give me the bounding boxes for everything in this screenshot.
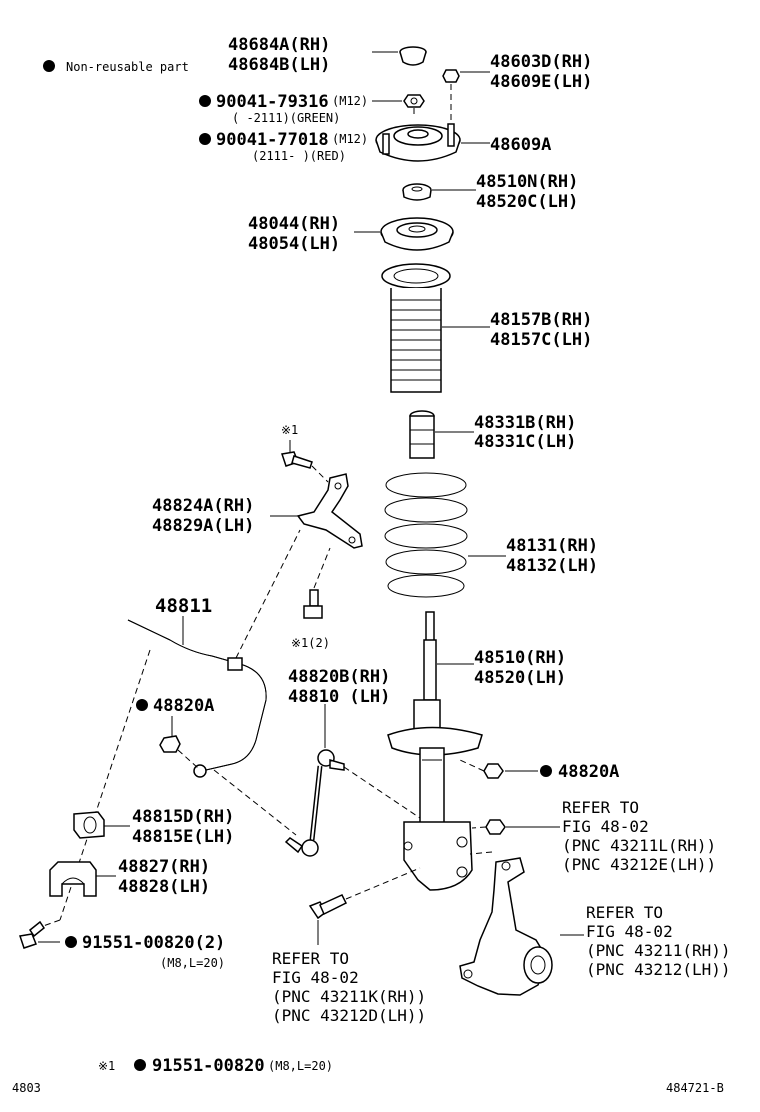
label-48827-lh: 48828(LH)	[118, 877, 210, 897]
label-48331-rh: 48331B(RH)	[474, 413, 576, 433]
bullet-icon	[134, 1059, 146, 1071]
bearing-part	[402, 183, 432, 201]
label-90041-79316: 90041-79316	[216, 92, 329, 112]
bullet-icon	[199, 95, 211, 107]
label-48131-lh: 48132(LH)	[506, 556, 598, 576]
label-48603-lh: 48609E(LH)	[490, 72, 592, 92]
dust-cap-part	[399, 46, 427, 66]
label-48684-lh: 48684B(LH)	[228, 55, 330, 75]
label-48815-rh: 48815D(RH)	[132, 807, 234, 827]
lock-nut-part	[403, 94, 425, 108]
ref-b-line4: (PNC 43212(LH))	[586, 960, 731, 979]
ref-a-line2: FIG 48-02	[562, 817, 649, 836]
label-90041-79316-note: ( -2111)(GREEN)	[232, 111, 340, 125]
label-48824-rh: 48824A(RH)	[152, 496, 254, 516]
label-48510-rh: 48510(RH)	[474, 648, 566, 668]
knuckle-bolt-part	[308, 894, 348, 920]
knuckle-nut-part	[485, 819, 506, 835]
label-48815-lh: 48815E(LH)	[132, 827, 234, 847]
ref-a-line1: REFER TO	[562, 798, 639, 817]
coil-spring-part	[384, 472, 468, 598]
label-48603-rh: 48603D(RH)	[490, 52, 592, 72]
label-90041-77018-spec: (M12)	[332, 132, 368, 146]
stabilizer-bracket-part	[296, 473, 363, 549]
ref-c-line3: (PNC 43211K(RH))	[272, 987, 426, 1006]
label-90041-79316-spec: (M12)	[332, 94, 368, 108]
ref-c-line2: FIG 48-02	[272, 968, 359, 987]
label-48157-rh: 48157B(RH)	[490, 310, 592, 330]
upper-support-part	[375, 123, 461, 162]
label-91551-spec: (M8,L=20)	[160, 956, 225, 970]
label-48044-rh: 48044(RH)	[248, 214, 340, 234]
footer-note-num: 91551-00820	[152, 1056, 265, 1076]
bracket-bolt-91551-part	[19, 920, 46, 949]
ref-b-line2: FIG 48-02	[586, 922, 673, 941]
footer-left-code: 4803	[12, 1081, 41, 1095]
label-48510n-rh: 48510N(RH)	[476, 172, 578, 192]
mark-1-2: ※1(2)	[291, 636, 330, 650]
label-48827-rh: 48827(RH)	[118, 857, 210, 877]
label-48820b-lh: 48810 (LH)	[288, 687, 390, 707]
label-48820a-right: 48820A	[558, 762, 619, 782]
small-nut-part	[442, 69, 460, 83]
bracket-bolt-lower-part	[303, 589, 323, 619]
label-48131-rh: 48131(RH)	[506, 536, 598, 556]
legend-bullet-icon	[43, 60, 55, 72]
ref-c-line1: REFER TO	[272, 949, 349, 968]
ref-b-line1: REFER TO	[586, 903, 663, 922]
label-48510-lh: 48520(LH)	[474, 668, 566, 688]
label-90041-77018: 90041-77018	[216, 130, 329, 150]
stabilizer-bushing-part	[73, 811, 105, 839]
label-48824-lh: 48829A(LH)	[152, 516, 254, 536]
footer-right-code: 484721-B	[666, 1081, 724, 1095]
label-48157-lh: 48157C(LH)	[490, 330, 592, 350]
label-48510n-lh: 48520C(LH)	[476, 192, 578, 212]
bump-stopper-part	[409, 410, 435, 459]
bushing-bracket-part	[49, 861, 97, 897]
bullet-icon	[199, 133, 211, 145]
mark-1-top: ※1	[281, 423, 298, 437]
label-48811: 48811	[155, 595, 212, 617]
ref-a-line3: (PNC 43211L(RH))	[562, 836, 716, 855]
label-48609a: 48609A	[490, 135, 551, 155]
stabilizer-link-part	[284, 749, 345, 857]
footer-note-spec: (M8,L=20)	[268, 1059, 333, 1073]
bullet-icon	[540, 765, 552, 777]
shock-absorber-part	[387, 611, 483, 891]
label-90041-77018-note: (2111- )(RED)	[252, 149, 346, 163]
ref-c-line4: (PNC 43212D(LH))	[272, 1006, 426, 1025]
flange-nut-part	[483, 763, 504, 779]
link-nut-left-part	[159, 735, 181, 753]
footer-note-mark: ※1	[98, 1059, 115, 1073]
stabilizer-bar-part	[127, 619, 267, 778]
steering-knuckle-part	[459, 857, 553, 996]
spring-seat-part	[380, 217, 454, 251]
ref-a-line4: (PNC 43212E(LH))	[562, 855, 716, 874]
bullet-icon	[136, 699, 148, 711]
bracket-bolt-part	[281, 451, 313, 469]
ref-b-line3: (PNC 43211(RH))	[586, 941, 731, 960]
label-48684-rh: 48684A(RH)	[228, 35, 330, 55]
legend-text: Non-reusable part	[66, 60, 189, 74]
label-48044-lh: 48054(LH)	[248, 234, 340, 254]
label-48820b-rh: 48820B(RH)	[288, 667, 390, 687]
dust-boot-part	[381, 263, 451, 393]
label-48820a-left: 48820A	[153, 696, 214, 716]
label-91551: 91551-00820(2)	[82, 933, 225, 953]
bullet-icon	[65, 936, 77, 948]
label-48331-lh: 48331C(LH)	[474, 432, 576, 452]
